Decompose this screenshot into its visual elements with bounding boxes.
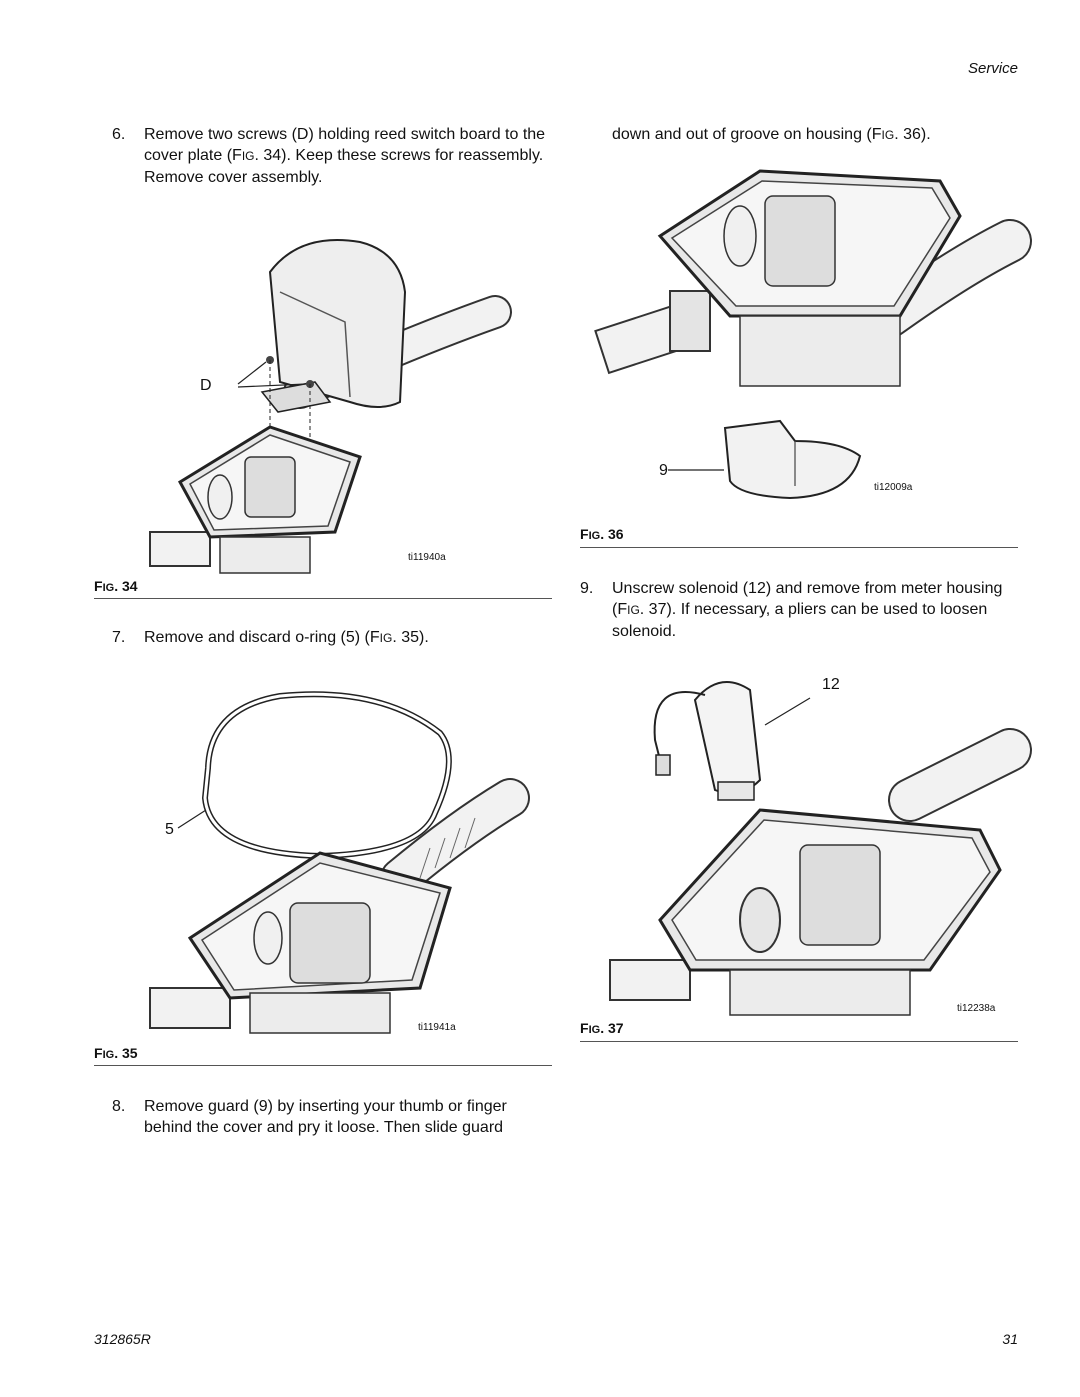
step-6: 6. Remove two screws (D) holding reed sw…: [112, 124, 552, 188]
figure-36-caption: FIG. 36: [580, 526, 624, 542]
step-text: Remove guard (9) by inserting your thumb…: [144, 1098, 507, 1136]
doc-number: 312865R: [94, 1331, 151, 1347]
step-text: Remove two screws (D) holding reed switc…: [144, 126, 546, 186]
figure-36-rule: [580, 547, 1018, 548]
figure-37-rule: [580, 1041, 1018, 1042]
figure-34-illustration: [149, 239, 512, 574]
figure-36-illustration: [594, 169, 1032, 500]
callout-9: 9: [659, 462, 668, 479]
step-number: 9.: [580, 580, 594, 597]
step-8: 8. Remove guard (9) by inserting your th…: [112, 1096, 552, 1138]
step-number: 7.: [112, 629, 126, 646]
figure-35-caption: FIG. 35: [94, 1045, 138, 1061]
callout-5: 5: [165, 821, 174, 838]
step-8-continued: down and out of groove on housing (FIG. …: [612, 126, 931, 143]
figure-37-id: ti12238a: [957, 1003, 996, 1014]
step-text: Unscrew solenoid (12) and remove from me…: [612, 580, 1003, 640]
figure-36-id: ti12009a: [874, 482, 913, 493]
figure-34-caption: FIG. 34: [94, 578, 138, 594]
callout-12: 12: [822, 676, 840, 693]
figure-35-rule: [94, 1065, 552, 1066]
figure-34-id: ti11940a: [408, 552, 446, 563]
step-9: 9. Unscrew solenoid (12) and remove from…: [580, 578, 1020, 642]
figure-35-illustration: [149, 691, 530, 1034]
step-text: Remove and discard o-ring (5) (FIG. 35).: [144, 629, 429, 646]
figure-34-rule: [94, 598, 552, 599]
section-header: Service: [967, 60, 1018, 77]
step-7: 7. Remove and discard o-ring (5) (FIG. 3…: [112, 627, 552, 649]
step-number: 8.: [112, 1098, 126, 1115]
figure-37-caption: FIG. 37: [580, 1020, 624, 1036]
figure-37-illustration: [609, 681, 1032, 1016]
callout-d: D: [200, 377, 212, 394]
page-number: 31: [1002, 1331, 1018, 1347]
step-number: 6.: [112, 126, 126, 143]
figure-35-id: ti11941a: [418, 1022, 456, 1033]
